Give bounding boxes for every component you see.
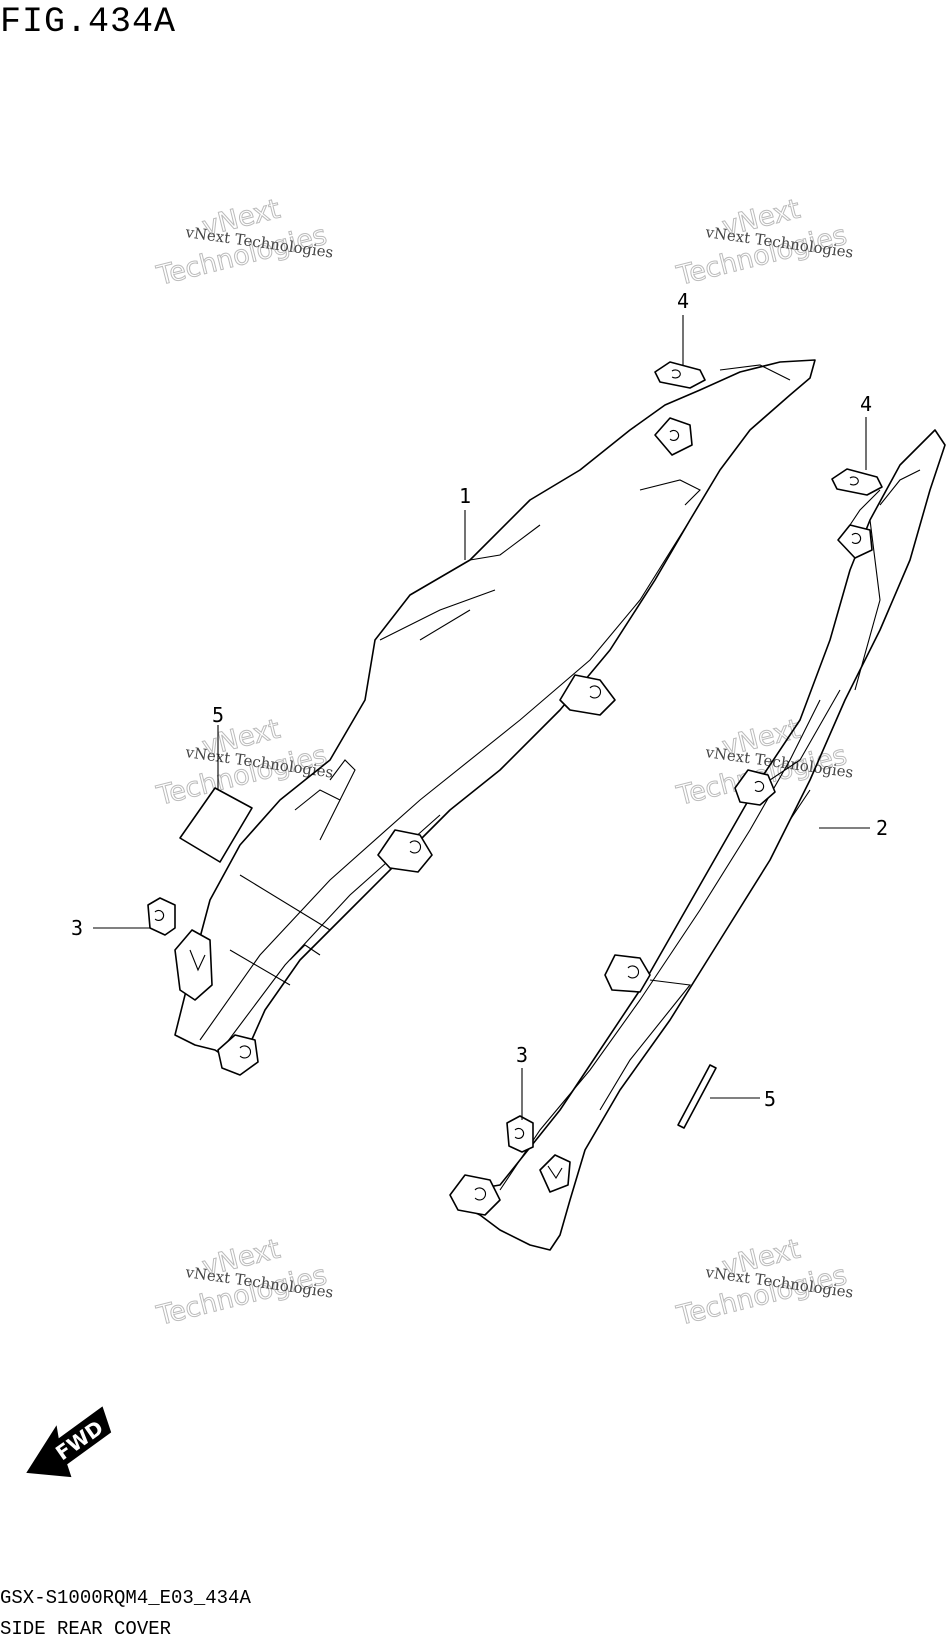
part-5-tape-right[interactable] [677,1064,717,1129]
part-2-side-rear-cover-right[interactable] [449,429,946,1251]
part-4-nut-right[interactable] [831,468,883,496]
watermark-top-right: Technologies vNext vNext Technologies [673,193,855,292]
watermark-bottom-right: Technologies vNext vNext Technologies [673,1233,855,1332]
leader-lines [93,315,870,1120]
callout-4-right: 4 [860,392,872,416]
watermark-middle-left: Technologies vNext vNext Technologies [153,713,335,812]
part-4-nut-left[interactable] [654,361,706,389]
watermark-top-left: Technologies vNext vNext Technologies [153,193,335,292]
part-3-clip-left[interactable] [147,897,176,936]
figure-title: FIG.434A [0,2,177,42]
watermark-bottom-left: Technologies vNext vNext Technologies [153,1233,335,1332]
figure-code: GSX-S1000RQM4_E03_434A [0,1587,251,1609]
callout-1: 1 [459,484,471,508]
callout-2: 2 [876,816,888,840]
callout-5-right: 5 [764,1087,776,1111]
callout-5-left: 5 [212,703,224,727]
callout-3-left: 3 [71,916,83,940]
fwd-arrow-icon: FWD [26,1406,112,1478]
part-5-tape-left[interactable] [179,787,253,863]
callout-3-right: 3 [516,1043,528,1067]
part-1-side-rear-cover-left[interactable] [174,359,816,1076]
callout-4-left: 4 [677,289,689,313]
figure-name: SIDE REAR COVER [0,1618,172,1640]
part-3-clip-right[interactable] [506,1115,534,1153]
